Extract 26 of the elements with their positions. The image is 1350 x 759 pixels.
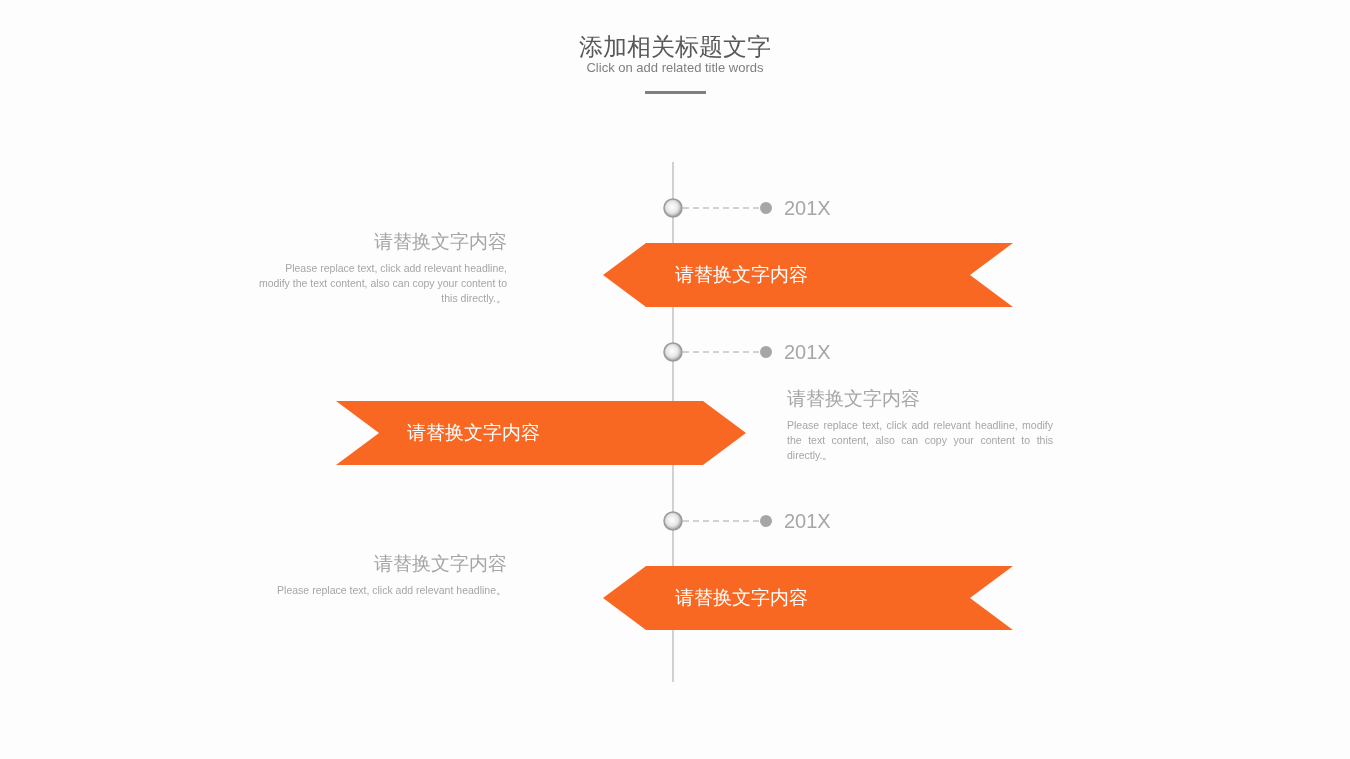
title: 添加相关标题文字: [579, 32, 771, 62]
banner-shape: [603, 566, 1013, 630]
dot-icon: [760, 202, 772, 214]
description-text: Please replace text, click add relevant headline。: [276, 583, 507, 598]
section-heading: 请替换文字内容: [374, 230, 507, 254]
timeline-circle-icon: [663, 511, 683, 531]
banner-text: 请替换文字内容: [407, 421, 540, 445]
year-label: 201X: [784, 510, 831, 533]
year-label: 201X: [784, 341, 831, 364]
section-heading: 请替换文字内容: [374, 552, 507, 576]
timeline-circle-icon: [663, 342, 683, 362]
section-heading: 请替换文字内容: [787, 387, 920, 411]
banner-text: 请替换文字内容: [675, 586, 808, 610]
description-text: Please replace text, click add relevant headline, modify the text content, also can copy your content to this directly.。: [787, 418, 1053, 463]
description-text: Please replace text, click add relevant headline, modify the text content, also can copy your content to this directly.。: [257, 261, 507, 306]
dot-icon: [760, 346, 772, 358]
dashed-connector: [682, 520, 761, 522]
year-label: 201X: [784, 197, 831, 220]
subtitle: Click on add related title words: [586, 60, 764, 75]
timeline-circle-icon: [663, 198, 683, 218]
dot-icon: [760, 515, 772, 527]
dashed-connector: [682, 351, 761, 353]
banner-text: 请替换文字内容: [675, 263, 808, 287]
banner-shape: [336, 401, 746, 465]
dashed-connector: [682, 207, 761, 209]
banner-shape: [603, 243, 1013, 307]
